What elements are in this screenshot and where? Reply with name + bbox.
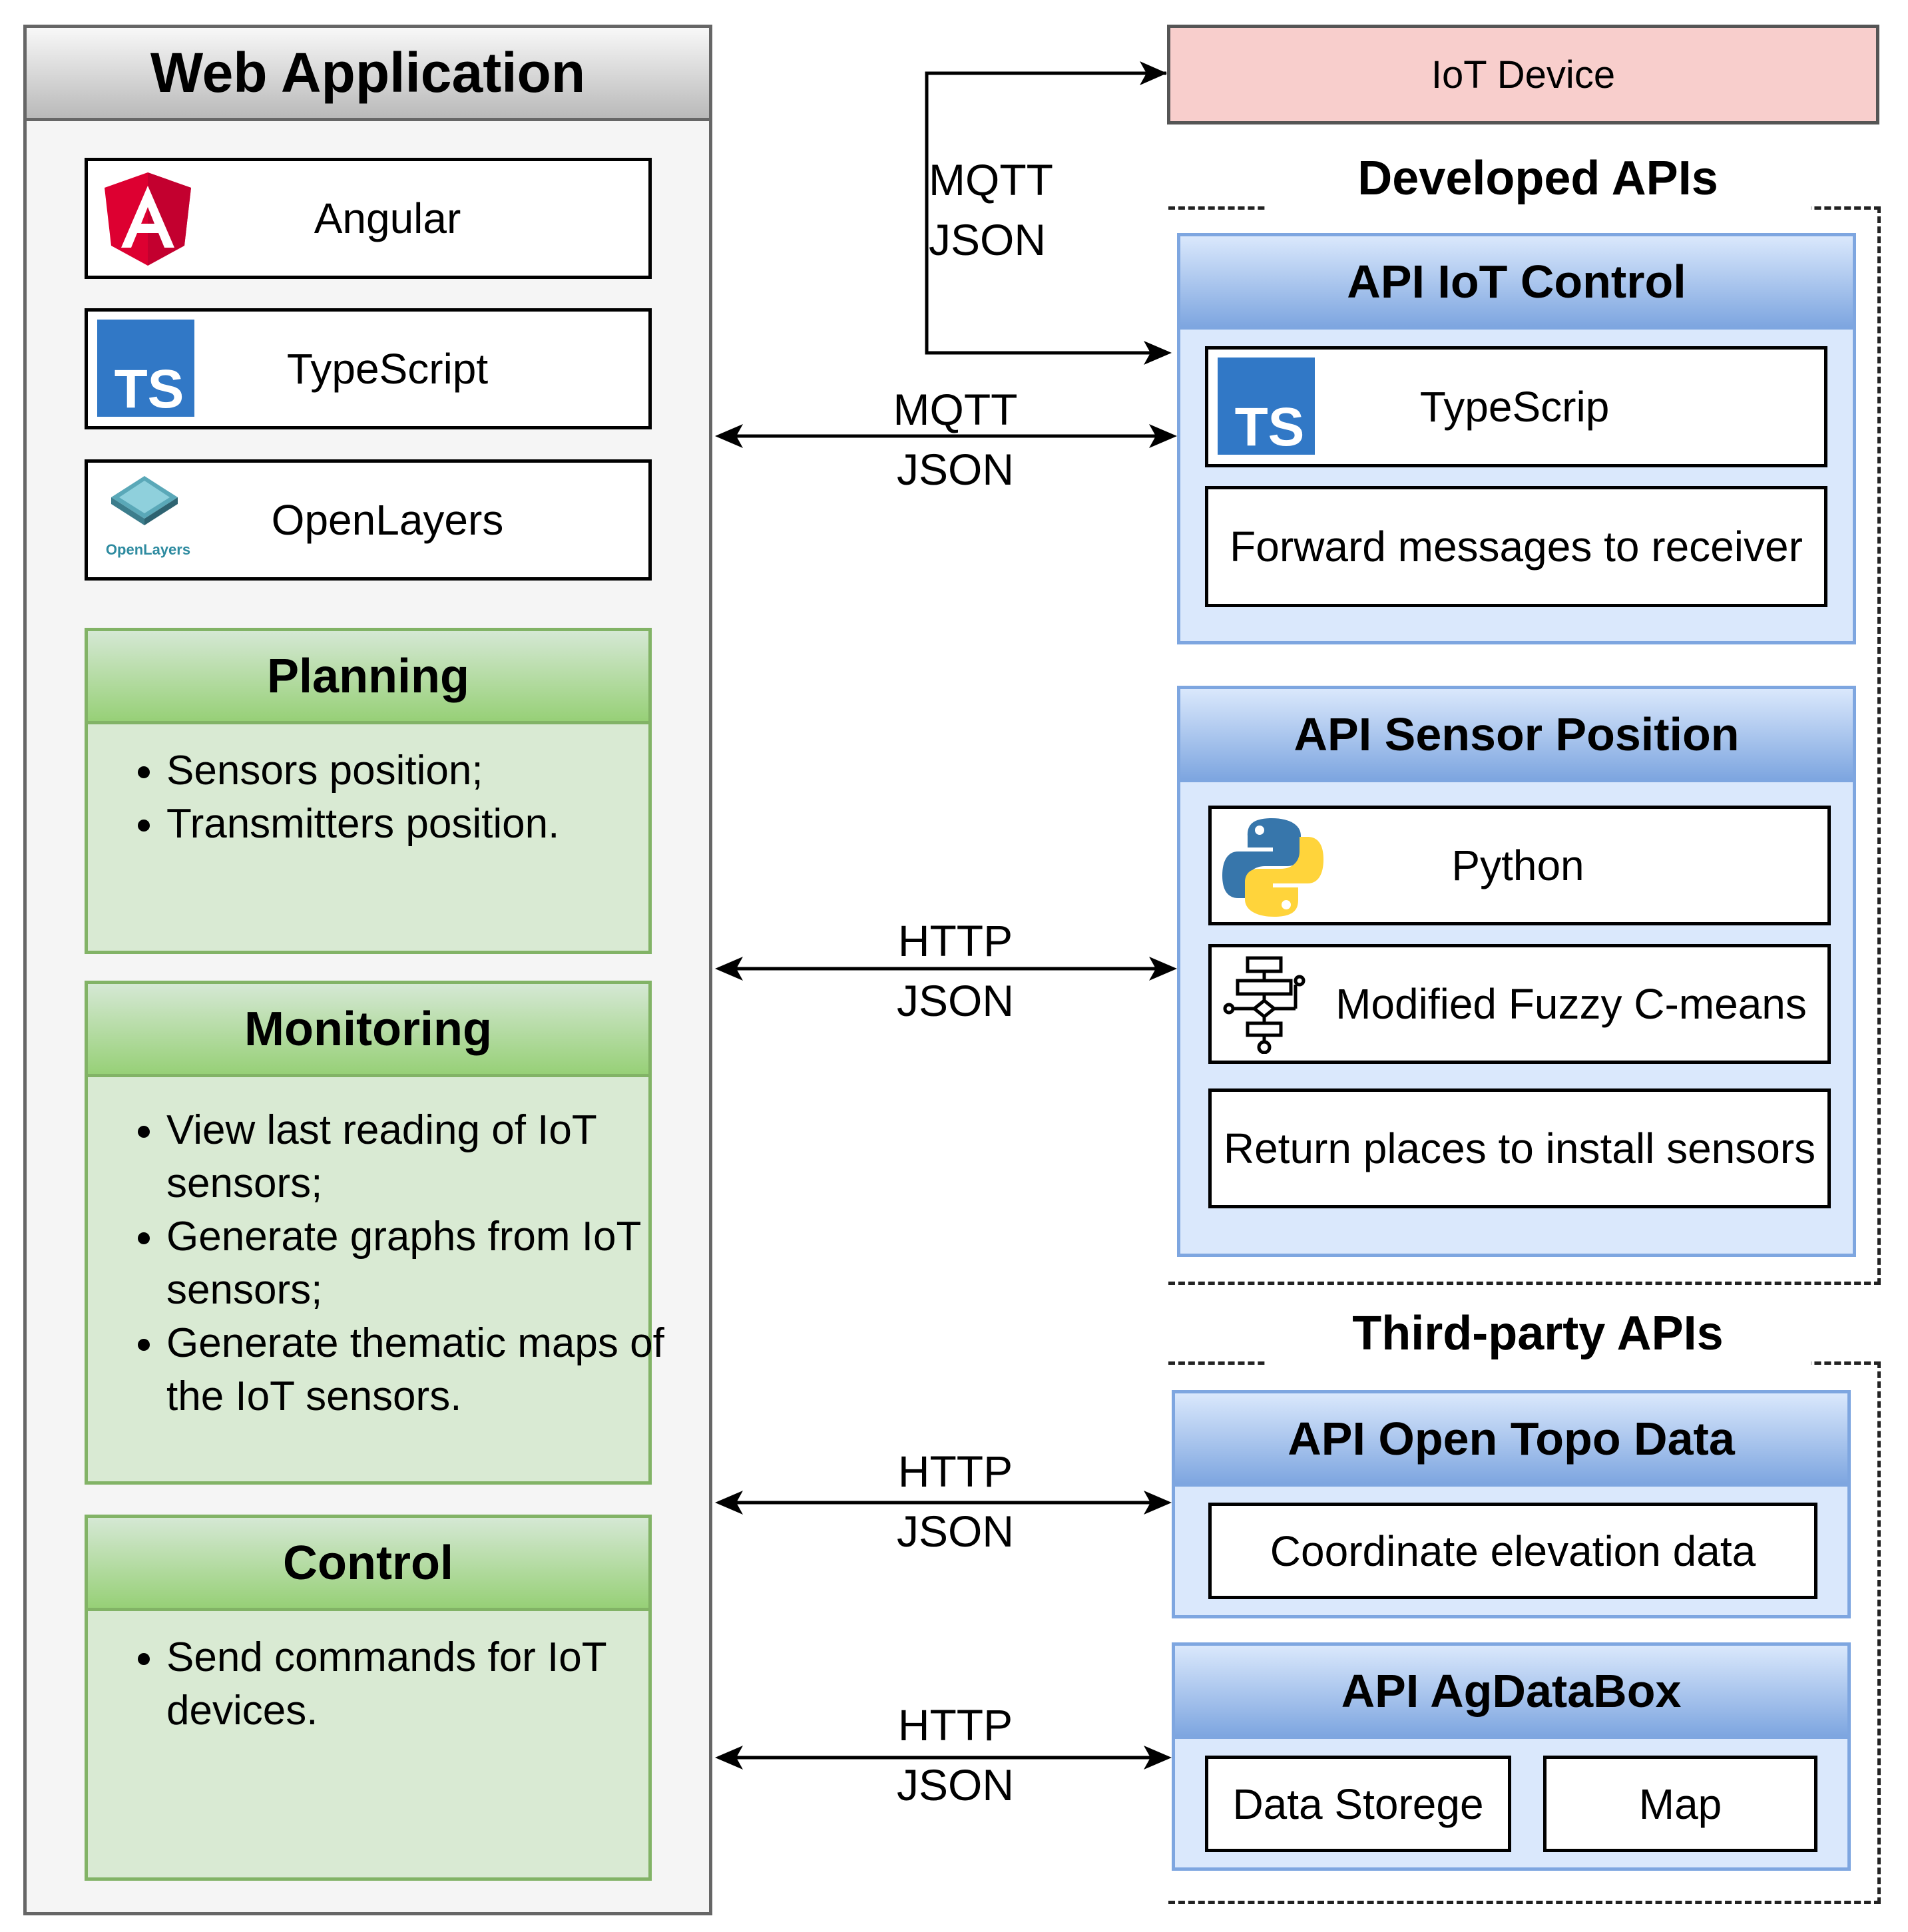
list-item: Send commands for IoT devices. [166,1631,726,1738]
tech-typescript: TS TypeScript [85,308,652,429]
connection-label: MQTT JSON [855,379,1055,499]
tech-label: OpenLayers [271,496,504,544]
api-iot-control-title: API IoT Control [1177,233,1856,330]
list-item: Sensors position; [166,744,726,798]
open-topo-function: Coordinate elevation data [1208,1503,1817,1599]
arrowhead [715,1491,743,1515]
arrowhead [1144,341,1172,365]
protocol-label: MQTT [929,155,1053,204]
protocol-label: HTTP [897,1447,1013,1496]
svg-text:TS: TS [115,359,184,417]
iot-device: IoT Device [1167,25,1879,124]
format-label: JSON [929,215,1047,264]
protocol-label: HTTP [897,1700,1013,1750]
planning-title: Planning [85,628,652,724]
list-item: Transmitters position. [166,798,726,851]
arrowhead [1149,957,1177,981]
flowchart-icon [1221,954,1308,1064]
sensor-position-algorithm: Modified Fuzzy C-means [1208,944,1831,1064]
control-title: Control [85,1515,652,1611]
third-party-apis-title: Third-party APIs [1265,1298,1811,1368]
tech-openlayers: OpenLayers OpenLayers [85,459,652,581]
connection-label: HTTP JSON [855,1441,1055,1561]
protocol-label: HTTP [897,916,1013,965]
arrowhead [715,1746,743,1770]
developed-apis-title: Developed APIs [1265,143,1811,213]
sensor-position-tech: Python [1208,806,1831,925]
arrowhead [1144,1491,1172,1515]
tech-label: Python [1451,842,1584,889]
typescript-icon: TS [97,320,194,420]
typescript-icon: TS [1218,358,1315,465]
tech-label: TypeScript [286,345,489,393]
format-label: JSON [896,1507,1015,1556]
planning-items: Sensors position; Transmitters position. [88,744,726,851]
agdatabox-data-storage: Data Storege [1205,1756,1511,1852]
openlayers-logo-caption: OpenLayers [105,541,191,558]
connection-label: HTTP JSON [855,1695,1055,1815]
list-item: View last reading of IoT sensors; [166,1104,726,1210]
angular-icon [101,169,194,272]
monitoring-items: View last reading of IoT sensors; Genera… [88,1104,726,1423]
iot-control-function: Forward messages to receiver [1205,486,1827,607]
list-item: Generate graphs from IoT sensors; [166,1210,726,1317]
algorithm-label: Modified Fuzzy C-means [1335,980,1807,1028]
sensor-position-function: Return places to install sensors [1208,1088,1831,1208]
web-application-title: Web Application [23,25,712,121]
protocol-label: MQTT [893,385,1018,434]
control-items: Send commands for IoT devices. [88,1631,726,1738]
iot-control-tech: TS TypeScrip [1205,346,1827,467]
connection-label: HTTP JSON [855,911,1055,1031]
openlayers-icon [98,471,191,541]
api-sensor-position-title: API Sensor Position [1177,686,1856,782]
arrowhead [1144,1746,1172,1770]
tech-angular: Angular [85,158,652,279]
python-icon [1220,814,1326,931]
api-open-topo-data-title: API Open Topo Data [1172,1390,1851,1487]
tech-label: Angular [314,194,461,242]
arrowhead [715,424,743,448]
arrowhead [1140,61,1167,85]
monitoring-title: Monitoring [85,981,652,1077]
list-item: Generate thematic maps of the IoT sensor… [166,1317,726,1423]
api-agdatabox-title: API AgDataBox [1172,1642,1851,1739]
connection-label: MQTT JSON [929,150,1088,270]
arrowhead [1149,424,1177,448]
arrowhead [715,957,743,981]
format-label: JSON [896,445,1015,494]
format-label: JSON [896,976,1015,1025]
svg-text:TS: TS [1235,397,1305,455]
agdatabox-map: Map [1543,1756,1817,1852]
tech-label: TypeScrip [1419,383,1610,431]
format-label: JSON [896,1760,1015,1810]
